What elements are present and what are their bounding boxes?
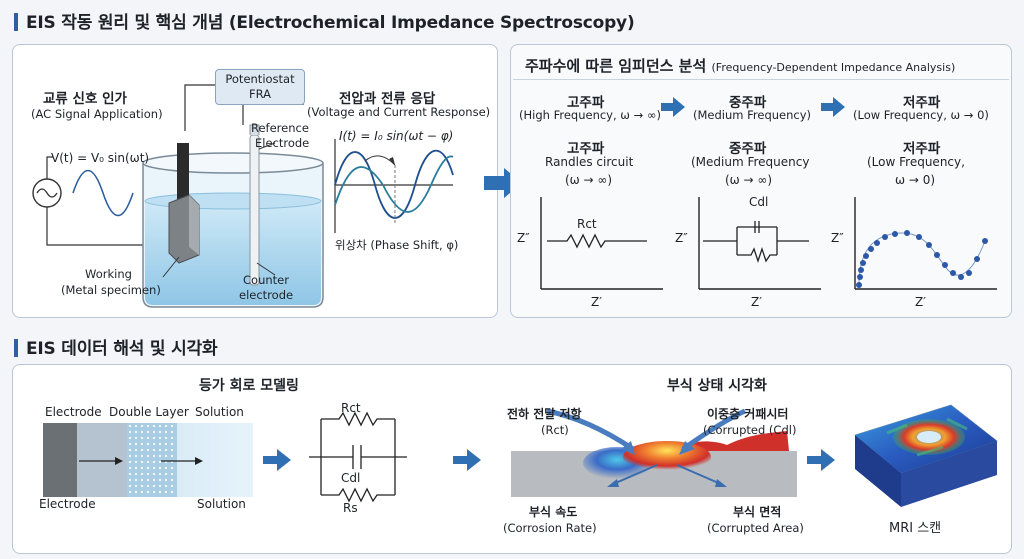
plot1-y-axis: Z″ xyxy=(517,231,530,245)
low-freq-sub: (Low Frequency, ω → 0) xyxy=(853,108,989,122)
ac-signal-title: 교류 신호 인가 xyxy=(43,91,127,107)
reference-electrode-rod xyxy=(249,134,260,286)
low-freq-heading-2: 저주파 xyxy=(903,141,941,157)
mid-freq-heading: 중주파 xyxy=(729,95,767,111)
plot2-y-axis: Z″ xyxy=(675,231,688,245)
setup-panel: 교류 신호 인가 (AC Signal Application) V(t) = … xyxy=(12,44,498,318)
voltage-wave xyxy=(72,169,134,217)
interface-illustration xyxy=(43,423,253,497)
charge-transfer-sub: (Rct) xyxy=(541,423,569,437)
nyquist-plot-mid xyxy=(698,197,821,290)
equivalent-circuit xyxy=(309,411,407,503)
frequency-panel: 주파수에 따른 임피던스 분석 (Frequency-Dependent Imp… xyxy=(510,44,1012,318)
high-freq-omega: (ω → ∞) xyxy=(565,173,613,187)
circuit-cdl-label: Cdl xyxy=(341,471,361,485)
plot2-cdl-label: Cdl xyxy=(749,195,769,209)
plot1-x-axis: Z′ xyxy=(591,295,602,309)
double-layer-label: Double Layer xyxy=(109,405,189,419)
nyquist-plot-high xyxy=(540,197,663,290)
working-label-1: Working xyxy=(85,267,132,281)
high-freq-heading-2: 고주파 xyxy=(567,141,605,157)
working-electrode-rod xyxy=(177,143,189,213)
plot3-x-axis: Z′ xyxy=(915,295,926,309)
current-response-wave xyxy=(334,155,454,213)
model-title: 등가 회로 모델링 xyxy=(199,378,299,394)
response-subtitle: (Voltage and Current Response) xyxy=(307,105,491,119)
high-freq-sub: (High Frequency, ω → ∞) xyxy=(519,108,661,122)
bottom-section-title: EIS 데이터 해석 및 시각화 xyxy=(14,334,218,359)
reference-label-1: Reference xyxy=(251,121,309,135)
solution-label-bottom: Solution xyxy=(197,497,246,511)
arrow-right-icon xyxy=(453,449,481,471)
mid-freq-sub: (Medium Frequency) xyxy=(693,108,812,122)
circuit-rct-label: Rct xyxy=(341,401,361,415)
mid-freq-label: (Medium Frequency xyxy=(691,155,810,169)
current-equation: I(t) = I₀ sin(ωt − φ) xyxy=(339,129,454,143)
arrow-right-icon xyxy=(807,449,835,471)
mid-freq-heading-2: 중주파 xyxy=(729,141,767,157)
low-freq-label: (Low Frequency, xyxy=(867,155,965,169)
setup-illustration xyxy=(32,81,454,308)
ac-signal-subtitle: (AC Signal Application) xyxy=(31,107,163,121)
corroded-area-sub: (Corrupted Area) xyxy=(707,521,804,535)
mid-freq-omega: (ω → ∞) xyxy=(725,173,773,187)
circuit-rs-label: Rs xyxy=(343,501,358,515)
top-section-title: EIS 작동 원리 및 핵심 개념 (Electrochemical Imped… xyxy=(14,8,635,33)
high-freq-heading: 고주파 xyxy=(567,95,605,111)
counter-label-1: Counter xyxy=(243,273,289,287)
reference-label-2: Electrode xyxy=(255,136,310,150)
arrow-right-icon xyxy=(821,97,845,117)
potentiostat-box: Potentiostat FRA xyxy=(215,69,305,105)
randles-label: Randles circuit xyxy=(545,155,634,169)
response-title: 전압과 전류 응답 xyxy=(339,91,436,107)
arrow-right-icon xyxy=(263,449,291,471)
mri-3d-surface xyxy=(854,404,998,507)
nyquist-plot-low xyxy=(854,197,997,290)
charge-transfer-label: 전하 전달 저항 xyxy=(507,407,582,421)
rc-circuit-icon xyxy=(703,226,809,264)
solution-label: Solution xyxy=(195,405,244,419)
working-label-2: (Metal specimen) xyxy=(61,283,161,297)
electrode-label: Electrode xyxy=(45,405,102,419)
plot2-x-axis: Z′ xyxy=(751,295,762,309)
phase-shift-label: 위상차 (Phase Shift, φ) xyxy=(335,238,459,252)
mri-scan-label: MRI 스캔 xyxy=(889,521,942,536)
corroded-area-label: 부식 면적 xyxy=(733,505,782,519)
corrosion-title: 부식 상태 시각화 xyxy=(667,378,767,394)
plot1-rct-label: Rct xyxy=(577,217,597,231)
frequency-panel-title: 주파수에 따른 임피던스 분석 (Frequency-Dependent Imp… xyxy=(525,57,956,75)
plot3-y-axis: Z″ xyxy=(831,231,844,245)
double-layer-cap-label: 이중층 커패시터 xyxy=(707,407,789,421)
double-layer-cap-sub: (Corrupted (Cdl) xyxy=(703,423,797,437)
electrode-label-bottom: Electrode xyxy=(39,497,96,511)
corrosion-rate-sub: (Corrosion Rate) xyxy=(503,521,597,535)
corrosion-rate-label: 부식 속도 xyxy=(529,505,578,519)
low-freq-omega: ω → 0) xyxy=(895,173,936,187)
corrosion-visualization xyxy=(511,408,797,497)
low-freq-heading: 저주파 xyxy=(903,95,941,111)
bottom-panel: 등가 회로 모델링 부식 상태 시각화 Electrode Double Lay… xyxy=(12,364,1012,554)
resistor-icon xyxy=(547,233,647,249)
nyquist-data-points xyxy=(856,230,988,288)
voltage-equation: V(t) = V₀ sin(ωt) xyxy=(51,151,150,165)
voltage-response-wave xyxy=(334,149,454,219)
counter-label-2: electrode xyxy=(239,288,294,302)
arrow-right-icon xyxy=(661,97,685,117)
